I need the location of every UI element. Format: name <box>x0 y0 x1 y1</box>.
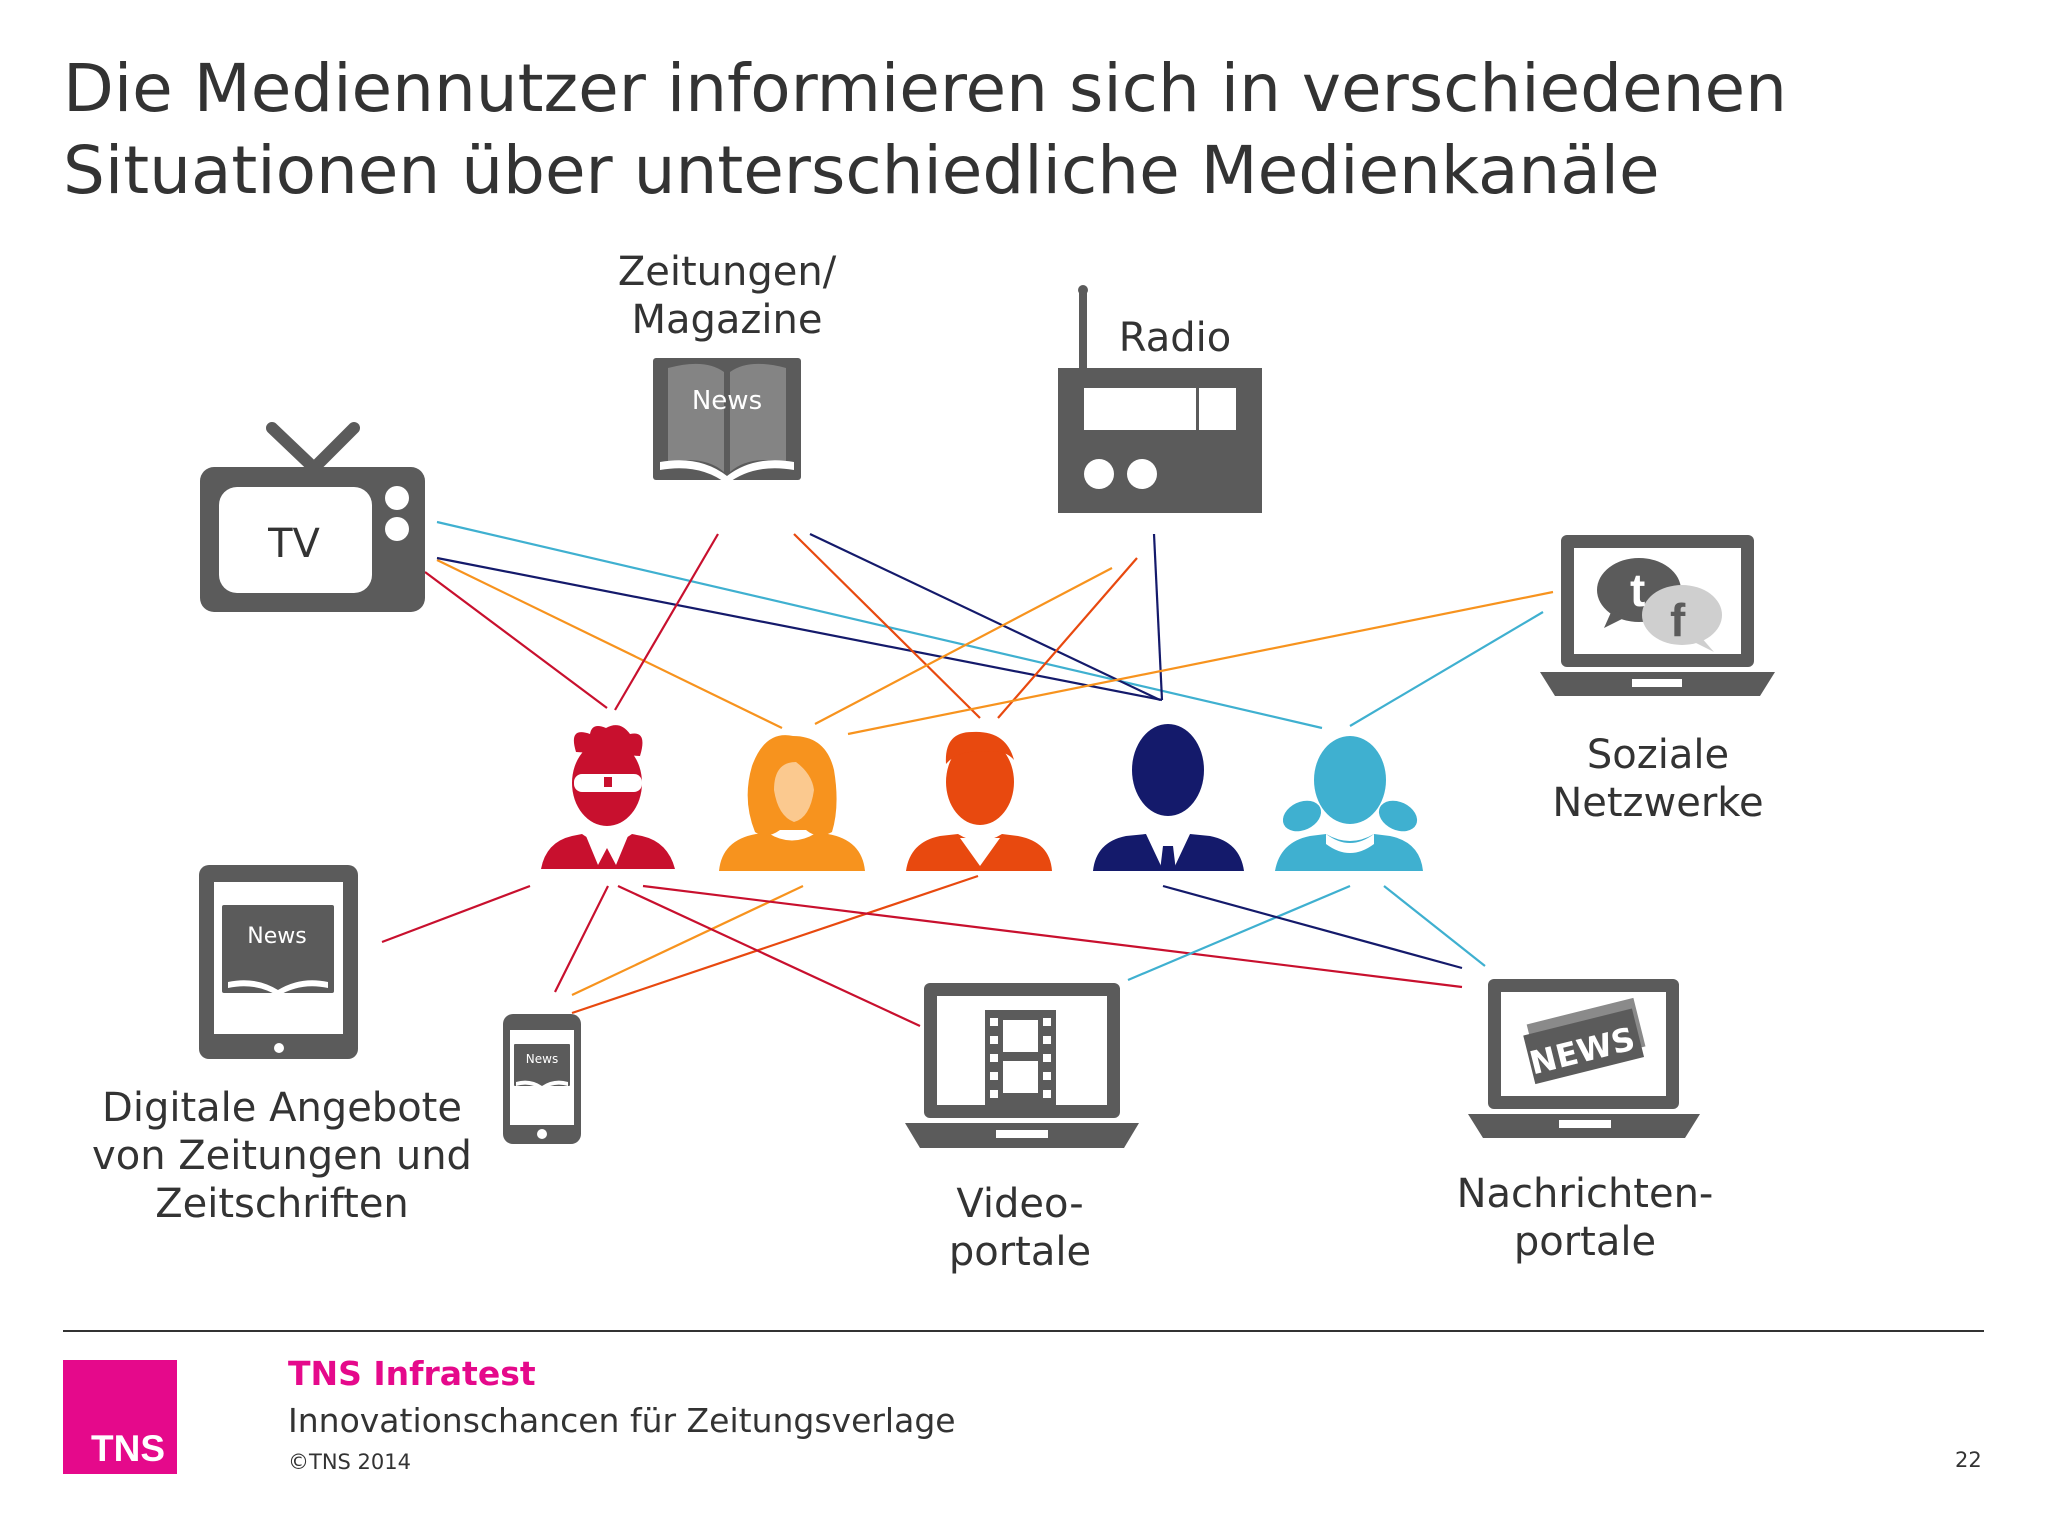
label-zeitungen-line1: Zeitungen/ <box>617 249 837 295</box>
label-nachrichten-line2: portale <box>1513 1219 1657 1265</box>
tablet-icon-text: News <box>247 924 306 949</box>
user-orange-icon <box>719 735 865 871</box>
line-tv-red <box>424 571 608 709</box>
label-nachrichten: Nachrichten- portale <box>1425 1170 1745 1266</box>
label-video: Video- portale <box>900 1180 1140 1276</box>
line-phone-orangedark <box>571 874 979 1015</box>
label-digitale-line1: Digitale Angebote <box>102 1085 462 1131</box>
label-soziale-line1: Soziale <box>1586 732 1730 778</box>
label-zeitungen-line2: Magazine <box>631 297 823 343</box>
footer-copyright: ©TNS 2014 <box>288 1450 411 1474</box>
label-digitale: Digitale Angebote von Zeitungen und Zeit… <box>62 1084 502 1228</box>
tv-icon <box>200 422 425 612</box>
tv-screen-label: TV <box>267 521 320 567</box>
newspaper-book-icon <box>653 358 801 484</box>
line-navy-news <box>1162 884 1463 970</box>
phone-icon <box>503 1014 581 1144</box>
line-tv-navy <box>436 556 1163 702</box>
video-laptop-icon <box>905 983 1139 1148</box>
label-radio: Radio <box>1100 314 1250 362</box>
line-phone-red <box>554 885 609 993</box>
line-zeit-orangedark <box>793 533 981 719</box>
line-red-video <box>617 885 921 1027</box>
label-digitale-line2: von Zeitungen und <box>92 1133 472 1179</box>
line-cyan-news <box>1383 885 1486 967</box>
line-zeit-navy <box>809 533 1161 701</box>
label-zeitungen: Zeitungen/ Magazine <box>597 248 857 344</box>
line-tv-cyan <box>436 520 1323 730</box>
connector-lines <box>381 520 1554 1027</box>
line-phone-orange <box>571 885 804 996</box>
label-video-line1: Video- <box>956 1181 1084 1227</box>
line-radio-orangedark <box>997 557 1138 719</box>
line-radio-orange <box>814 567 1113 725</box>
user-navy-icon <box>1093 724 1244 871</box>
line-zeit-red <box>614 533 719 711</box>
line-social-cyan <box>1349 611 1544 727</box>
label-radio-text: Radio <box>1118 315 1232 361</box>
title-line-2: Situationen über unterschiedliche Medien… <box>63 132 1660 209</box>
page-title: Die Mediennutzer informieren sich in ver… <box>63 48 2023 212</box>
radio-icon <box>1058 285 1262 513</box>
speech-bubble-facebook <box>1642 585 1722 645</box>
line-cyan-video <box>1127 884 1351 982</box>
title-line-1: Die Mediennutzer informieren sich in ver… <box>63 50 1787 127</box>
label-video-line2: portale <box>948 1229 1092 1275</box>
tns-logo-text: TNS <box>91 1428 165 1469</box>
footer-brand: TNS Infratest <box>288 1354 536 1393</box>
newspaper-icon-text: News <box>692 386 762 416</box>
label-digitale-line3: Zeitschriften <box>155 1181 409 1227</box>
user-orange-dark-icon <box>906 731 1052 871</box>
label-soziale: Soziale Netzwerke <box>1508 731 1808 827</box>
footer-divider <box>63 1330 1984 1332</box>
user-cyan-icon <box>1275 736 1423 871</box>
tablet-icon <box>199 865 358 1059</box>
phone-icon-text: News <box>526 1052 558 1066</box>
social-laptop-icon: t f <box>1540 535 1775 696</box>
news-laptop-icon <box>1468 979 1700 1138</box>
line-tablet-red <box>381 884 531 944</box>
line-radio-navy <box>1152 533 1164 701</box>
user-red-icon <box>541 725 675 869</box>
footer-subtitle: Innovationschancen für Zeitungsverlage <box>288 1401 956 1440</box>
line-tv-orange <box>436 559 783 729</box>
line-red-news <box>642 884 1463 989</box>
page-number: 22 <box>1955 1448 1982 1472</box>
label-soziale-line2: Netzwerke <box>1552 780 1764 826</box>
line-social-orange <box>847 590 1554 736</box>
tns-logo: TNS <box>63 1360 177 1474</box>
label-nachrichten-line1: Nachrichten- <box>1456 1171 1714 1217</box>
svg-text:f: f <box>1670 594 1686 646</box>
svg-text:t: t <box>1630 564 1645 616</box>
